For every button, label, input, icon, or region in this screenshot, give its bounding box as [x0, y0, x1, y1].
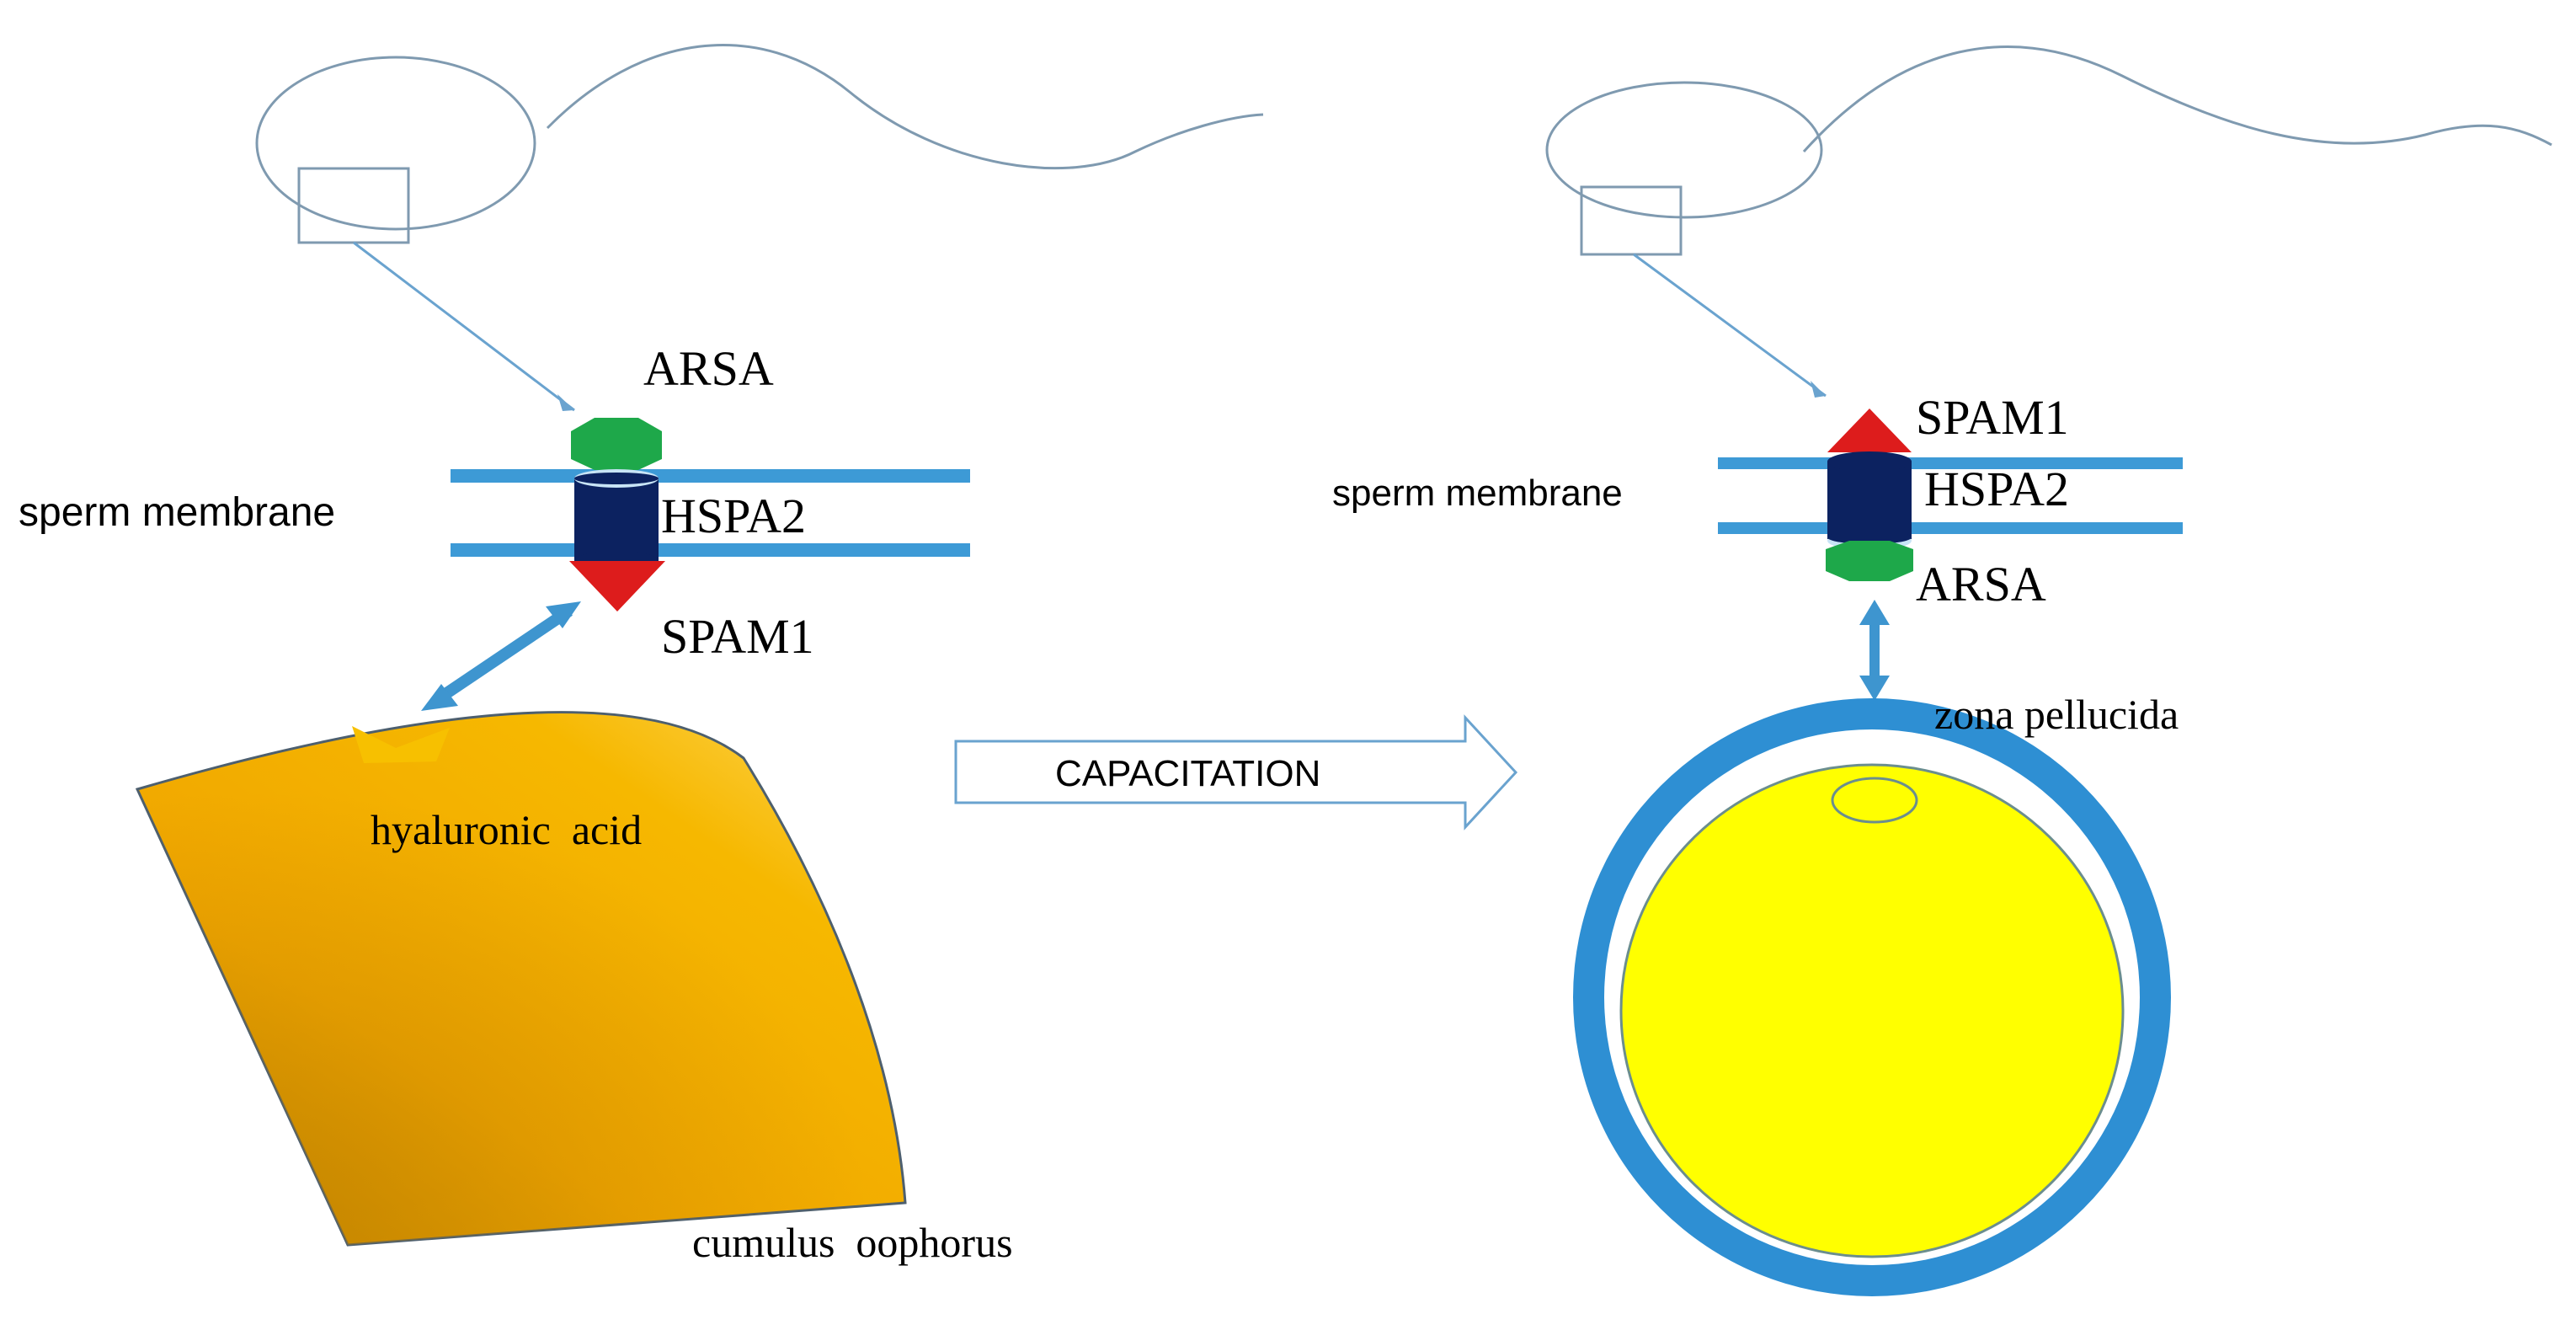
arsa-cap-right — [1826, 541, 1913, 581]
left-hspa2-label: HSPA2 — [661, 489, 806, 543]
spam1-triangle — [569, 561, 665, 612]
membrane-zoom-box-right — [1580, 185, 1683, 256]
hyaluronic-acid-label: hyaluronic acid — [371, 806, 642, 853]
sperm-tail-icon — [546, 43, 1264, 170]
capacitation-arrow-icon: CAPACITATION — [954, 714, 1518, 831]
protein-complex-icon-right — [1826, 409, 1913, 581]
oocyte-icon — [1573, 698, 2171, 1296]
capacitation-label: CAPACITATION — [1055, 753, 1320, 794]
sperm-tail-icon-right — [1802, 45, 2552, 153]
zoom-pointer-line — [353, 241, 575, 412]
right-panel: SPAM1 HSPA2 ARSA sperm membrane zona pel… — [1332, 45, 2552, 1296]
hyaluronic-acid-receptor — [352, 726, 450, 763]
spam1-triangle-right — [1827, 409, 1912, 452]
hspa2-cylinder — [574, 478, 659, 561]
double-arrow-icon — [421, 601, 581, 711]
oocyte-cytoplasm — [1619, 763, 2125, 1258]
protein-complex-icon — [569, 418, 665, 612]
zona-pellucida-label: zona pellucida — [1934, 691, 2179, 738]
right-spam1-label: SPAM1 — [1916, 390, 2069, 445]
polar-body — [1831, 777, 1918, 824]
hspa2-cylinder-right — [1827, 462, 1912, 539]
left-sperm-membrane-label: sperm membrane — [19, 490, 335, 535]
sperm-head-icon — [255, 56, 536, 231]
arsa-cap — [571, 418, 662, 470]
zoom-pointer-arrowhead — [557, 394, 574, 411]
sperm-head-icon-right — [1545, 81, 1823, 219]
left-arsa-label: ARSA — [643, 341, 774, 396]
double-arrow-icon-right — [1859, 600, 1890, 701]
right-sperm-membrane-label: sperm membrane — [1332, 473, 1623, 514]
right-arsa-label: ARSA — [1916, 557, 2046, 612]
left-panel: ARSA HSPA2 SPAM1 sperm membrane hyaluron… — [19, 43, 1264, 1266]
zoom-pointer-line-right — [1633, 253, 1827, 398]
cumulus-oophorus-label: cumulus oophorus — [692, 1219, 1013, 1266]
right-hspa2-label: HSPA2 — [1924, 462, 2069, 516]
left-spam1-label: SPAM1 — [661, 609, 814, 664]
membrane-zoom-box — [297, 167, 410, 244]
